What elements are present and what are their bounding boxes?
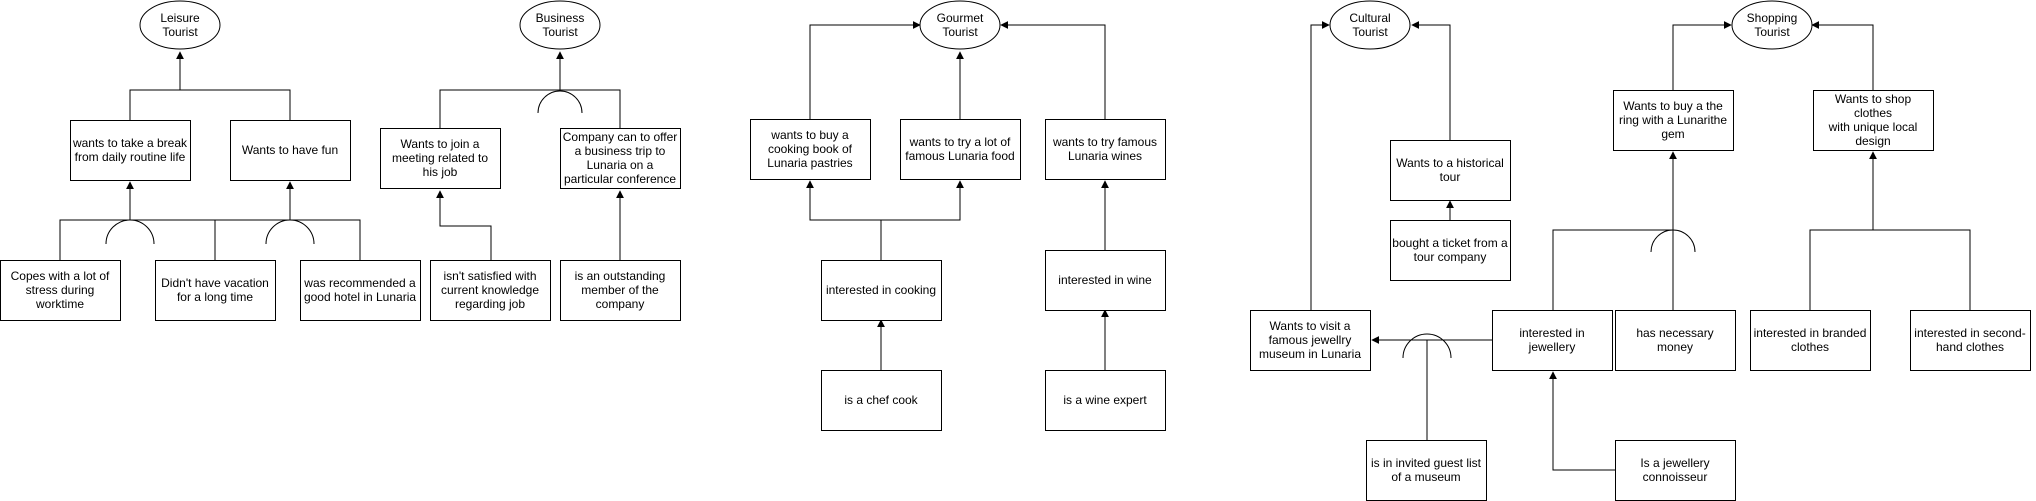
node-bought-ticket-shape — [1390, 220, 1511, 281]
edge-group-take-break — [59, 182, 361, 262]
node-not-satisfied — [430, 260, 551, 321]
node-join-meeting-shape — [380, 128, 501, 189]
node-try-food-shape — [900, 119, 1021, 180]
node-join-meeting — [380, 128, 501, 189]
node-jewellry-museum — [1250, 310, 1371, 371]
node-outstanding-member-shape — [560, 260, 681, 321]
edge-connoisseur-jewellery — [1549, 371, 1615, 471]
and-arc-ring — [1650, 229, 1696, 253]
node-interested-wine-shape — [1045, 250, 1166, 311]
edge-shop-clothes-shopping — [1811, 21, 1874, 90]
node-shop-clothes — [1813, 90, 1934, 151]
node-take-break-shape — [70, 120, 191, 181]
node-try-food — [900, 119, 1021, 180]
node-cultural-tourist — [1329, 0, 1411, 50]
edge-historical-cultural — [1411, 21, 1451, 140]
and-arc-museum — [1402, 333, 1452, 359]
edge-have-fun-leisure — [180, 89, 291, 124]
node-second-hand-shape — [1910, 310, 2031, 371]
node-no-vacation — [155, 260, 276, 321]
node-gourmet-tourist-shape — [919, 0, 1001, 50]
node-try-wines-shape — [1045, 119, 1166, 180]
edge-ring-shopping — [1672, 21, 1732, 90]
connectors — [59, 21, 1971, 471]
node-no-vacation-shape — [155, 260, 276, 321]
node-branded-clothes — [1750, 310, 1871, 371]
node-wine-expert — [1045, 370, 1166, 431]
node-necessary-money — [1615, 310, 1736, 371]
edge-cooking-try-food — [881, 180, 964, 221]
node-historical-tour — [1390, 140, 1511, 201]
edge-branded-shop — [1809, 152, 1971, 310]
node-cultural-tourist-shape — [1329, 0, 1411, 50]
node-business-tourist — [519, 0, 601, 50]
node-gourmet-tourist — [919, 0, 1001, 50]
node-buy-ring — [1613, 90, 1734, 151]
node-chef-cook — [821, 370, 942, 431]
edge-jewellery-ring — [1552, 151, 1677, 310]
node-buy-ring-shape — [1613, 90, 1734, 151]
node-recommended-hotel — [300, 260, 421, 321]
and-arc-business — [537, 90, 583, 114]
node-buy-cookbook-shape — [750, 119, 871, 180]
node-wine-expert-shape — [1045, 370, 1166, 431]
node-historical-tour-shape — [1390, 140, 1511, 201]
node-have-fun-shape — [230, 120, 351, 181]
node-invited-guest — [1366, 440, 1487, 501]
node-not-satisfied-shape — [430, 260, 551, 321]
node-buy-cookbook — [750, 119, 871, 180]
node-copes-stress — [0, 260, 121, 321]
and-arc-have-fun — [265, 219, 315, 245]
node-jewellery-connoisseur-shape — [1615, 440, 1736, 501]
node-interested-cooking-shape — [821, 260, 942, 321]
edge-business-trip-business — [560, 89, 621, 128]
edge-try-wines-gourmet — [1000, 21, 1106, 119]
node-necessary-money-shape — [1615, 310, 1736, 371]
edge-take-break-leisure — [129, 51, 184, 124]
node-interested-jewellery-shape — [1492, 310, 1613, 371]
edge-not-satisfied — [436, 190, 492, 262]
node-have-fun — [230, 120, 351, 181]
node-jewellery-connoisseur — [1615, 440, 1736, 501]
edge-museum-cultural — [1310, 21, 1330, 310]
node-outstanding-member — [560, 260, 681, 321]
node-business-trip-shape — [560, 128, 681, 189]
node-jewellry-museum-shape — [1250, 310, 1371, 371]
node-branded-clothes-shape — [1750, 310, 1871, 371]
node-bought-ticket — [1390, 220, 1511, 281]
node-invited-guest-shape — [1366, 440, 1487, 501]
node-try-wines — [1045, 119, 1166, 180]
node-interested-cooking — [821, 260, 942, 321]
node-second-hand — [1910, 310, 2031, 371]
node-recommended-hotel-shape — [300, 260, 421, 321]
edge-cookbook-gourmet — [809, 21, 921, 119]
and-arc-take-break — [105, 219, 155, 245]
node-leisure-tourist — [139, 0, 221, 50]
node-take-break — [70, 120, 191, 181]
node-shopping-tourist — [1731, 0, 1813, 50]
edge-join-meeting-business — [439, 51, 564, 128]
node-copes-stress-shape — [0, 260, 121, 321]
edge-cooking-cookbook — [806, 180, 882, 260]
node-interested-wine — [1045, 250, 1166, 311]
node-shop-clothes-shape — [1813, 90, 1934, 151]
node-leisure-tourist-shape — [139, 0, 221, 50]
node-shopping-tourist-shape — [1731, 0, 1813, 50]
node-business-tourist-shape — [519, 0, 601, 50]
node-interested-jewellery — [1492, 310, 1613, 371]
node-chef-cook-shape — [821, 370, 942, 431]
node-business-trip — [560, 128, 681, 189]
